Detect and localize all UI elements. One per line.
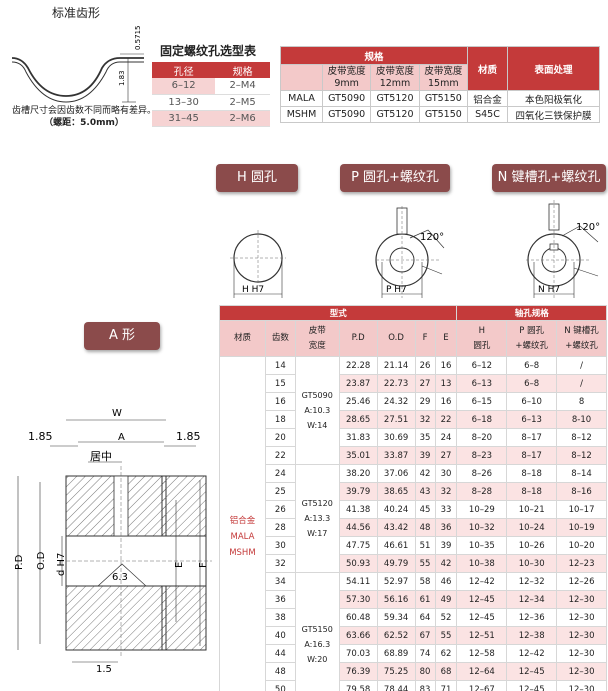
bore-p-diagram: 120° P H7: [375, 206, 445, 298]
table-row: 13–30 2–M5: [152, 94, 270, 111]
svg-text:P H7: P H7: [386, 285, 407, 295]
svg-text:E: E: [174, 562, 185, 568]
a-form-badge: A 形: [84, 322, 160, 350]
a-form-diagram: W A 1.85 1.85 居中 P.D O.D d H7 E F 6.3 1.…: [14, 408, 212, 675]
table-row: MSHM GT5090 GT5120 GT5150 S45C 四氧化三铁保护膜: [280, 106, 600, 123]
svg-text:1.85: 1.85: [176, 430, 201, 443]
tooth-dim-top: 0.5715: [134, 26, 142, 51]
spec-surface-header: 表面处理: [507, 46, 600, 91]
tooth-profile-diagram: 0.5715 1.83: [11, 26, 144, 103]
svg-text:6.3: 6.3: [112, 572, 128, 583]
tooth-profile-title: 标准齿形: [52, 6, 101, 20]
svg-text:N H7: N H7: [538, 285, 560, 295]
svg-text:F: F: [198, 562, 209, 568]
bore-h-diagram: H H7: [230, 230, 286, 298]
tooth-note: 齿槽尺寸会因齿数不同而略有差异。 （螺距：5.0mm）: [11, 106, 156, 128]
tooth-dim-side: 1.83: [118, 70, 126, 86]
bore-type-h-badge: H 圆孔: [216, 164, 298, 192]
bolt-header-spec: 规格: [215, 62, 270, 78]
svg-text:居中: 居中: [90, 450, 112, 463]
type-header: 型式: [218, 305, 458, 321]
svg-text:P.D: P.D: [14, 554, 25, 570]
svg-text:H H7: H H7: [242, 285, 264, 295]
column-headers: 材质 齿数 皮带 宽度 P.D O.D F E H 圆孔 P 圆孔 +螺纹孔 N…: [219, 320, 607, 357]
table-row: 31–45 2–M6: [152, 110, 270, 127]
svg-text:A: A: [118, 432, 125, 443]
bolt-table-title: 固定螺纹孔选型表: [160, 44, 257, 58]
svg-text:d H7: d H7: [56, 553, 67, 576]
spec-material-header: 材质: [467, 46, 508, 91]
svg-text:1.85: 1.85: [28, 430, 53, 443]
bore-type-p-badge: P 圆孔+螺纹孔: [340, 164, 450, 192]
bore-n-diagram: 120° N H7: [526, 200, 600, 298]
table-row: MALA GT5090 GT5120 GT5150 铝合金 本色阳极氧化: [280, 90, 600, 107]
bore-type-n-badge: N 键槽孔+螺纹孔: [492, 164, 606, 192]
svg-text:120°: 120°: [420, 232, 444, 243]
bore-spec-header: 轴孔规格: [456, 305, 607, 321]
svg-text:W: W: [112, 408, 122, 419]
main-spec-table: 型式 轴孔规格 材质 齿数 皮带 宽度 P.D O.D F E H 圆孔 P 圆…: [218, 305, 607, 691]
spec-group-header: 规格: [280, 46, 468, 65]
svg-text:120°: 120°: [576, 222, 600, 233]
bolt-hole-table: 孔径 规格 6–12 2–M4 13–30 2–M5 31–45 2–M6: [152, 62, 270, 127]
svg-text:1.5: 1.5: [96, 664, 112, 675]
bolt-header-diameter: 孔径: [152, 62, 216, 78]
table-row: 6–12 2–M4: [152, 78, 270, 95]
svg-text:O.D: O.D: [36, 551, 47, 570]
